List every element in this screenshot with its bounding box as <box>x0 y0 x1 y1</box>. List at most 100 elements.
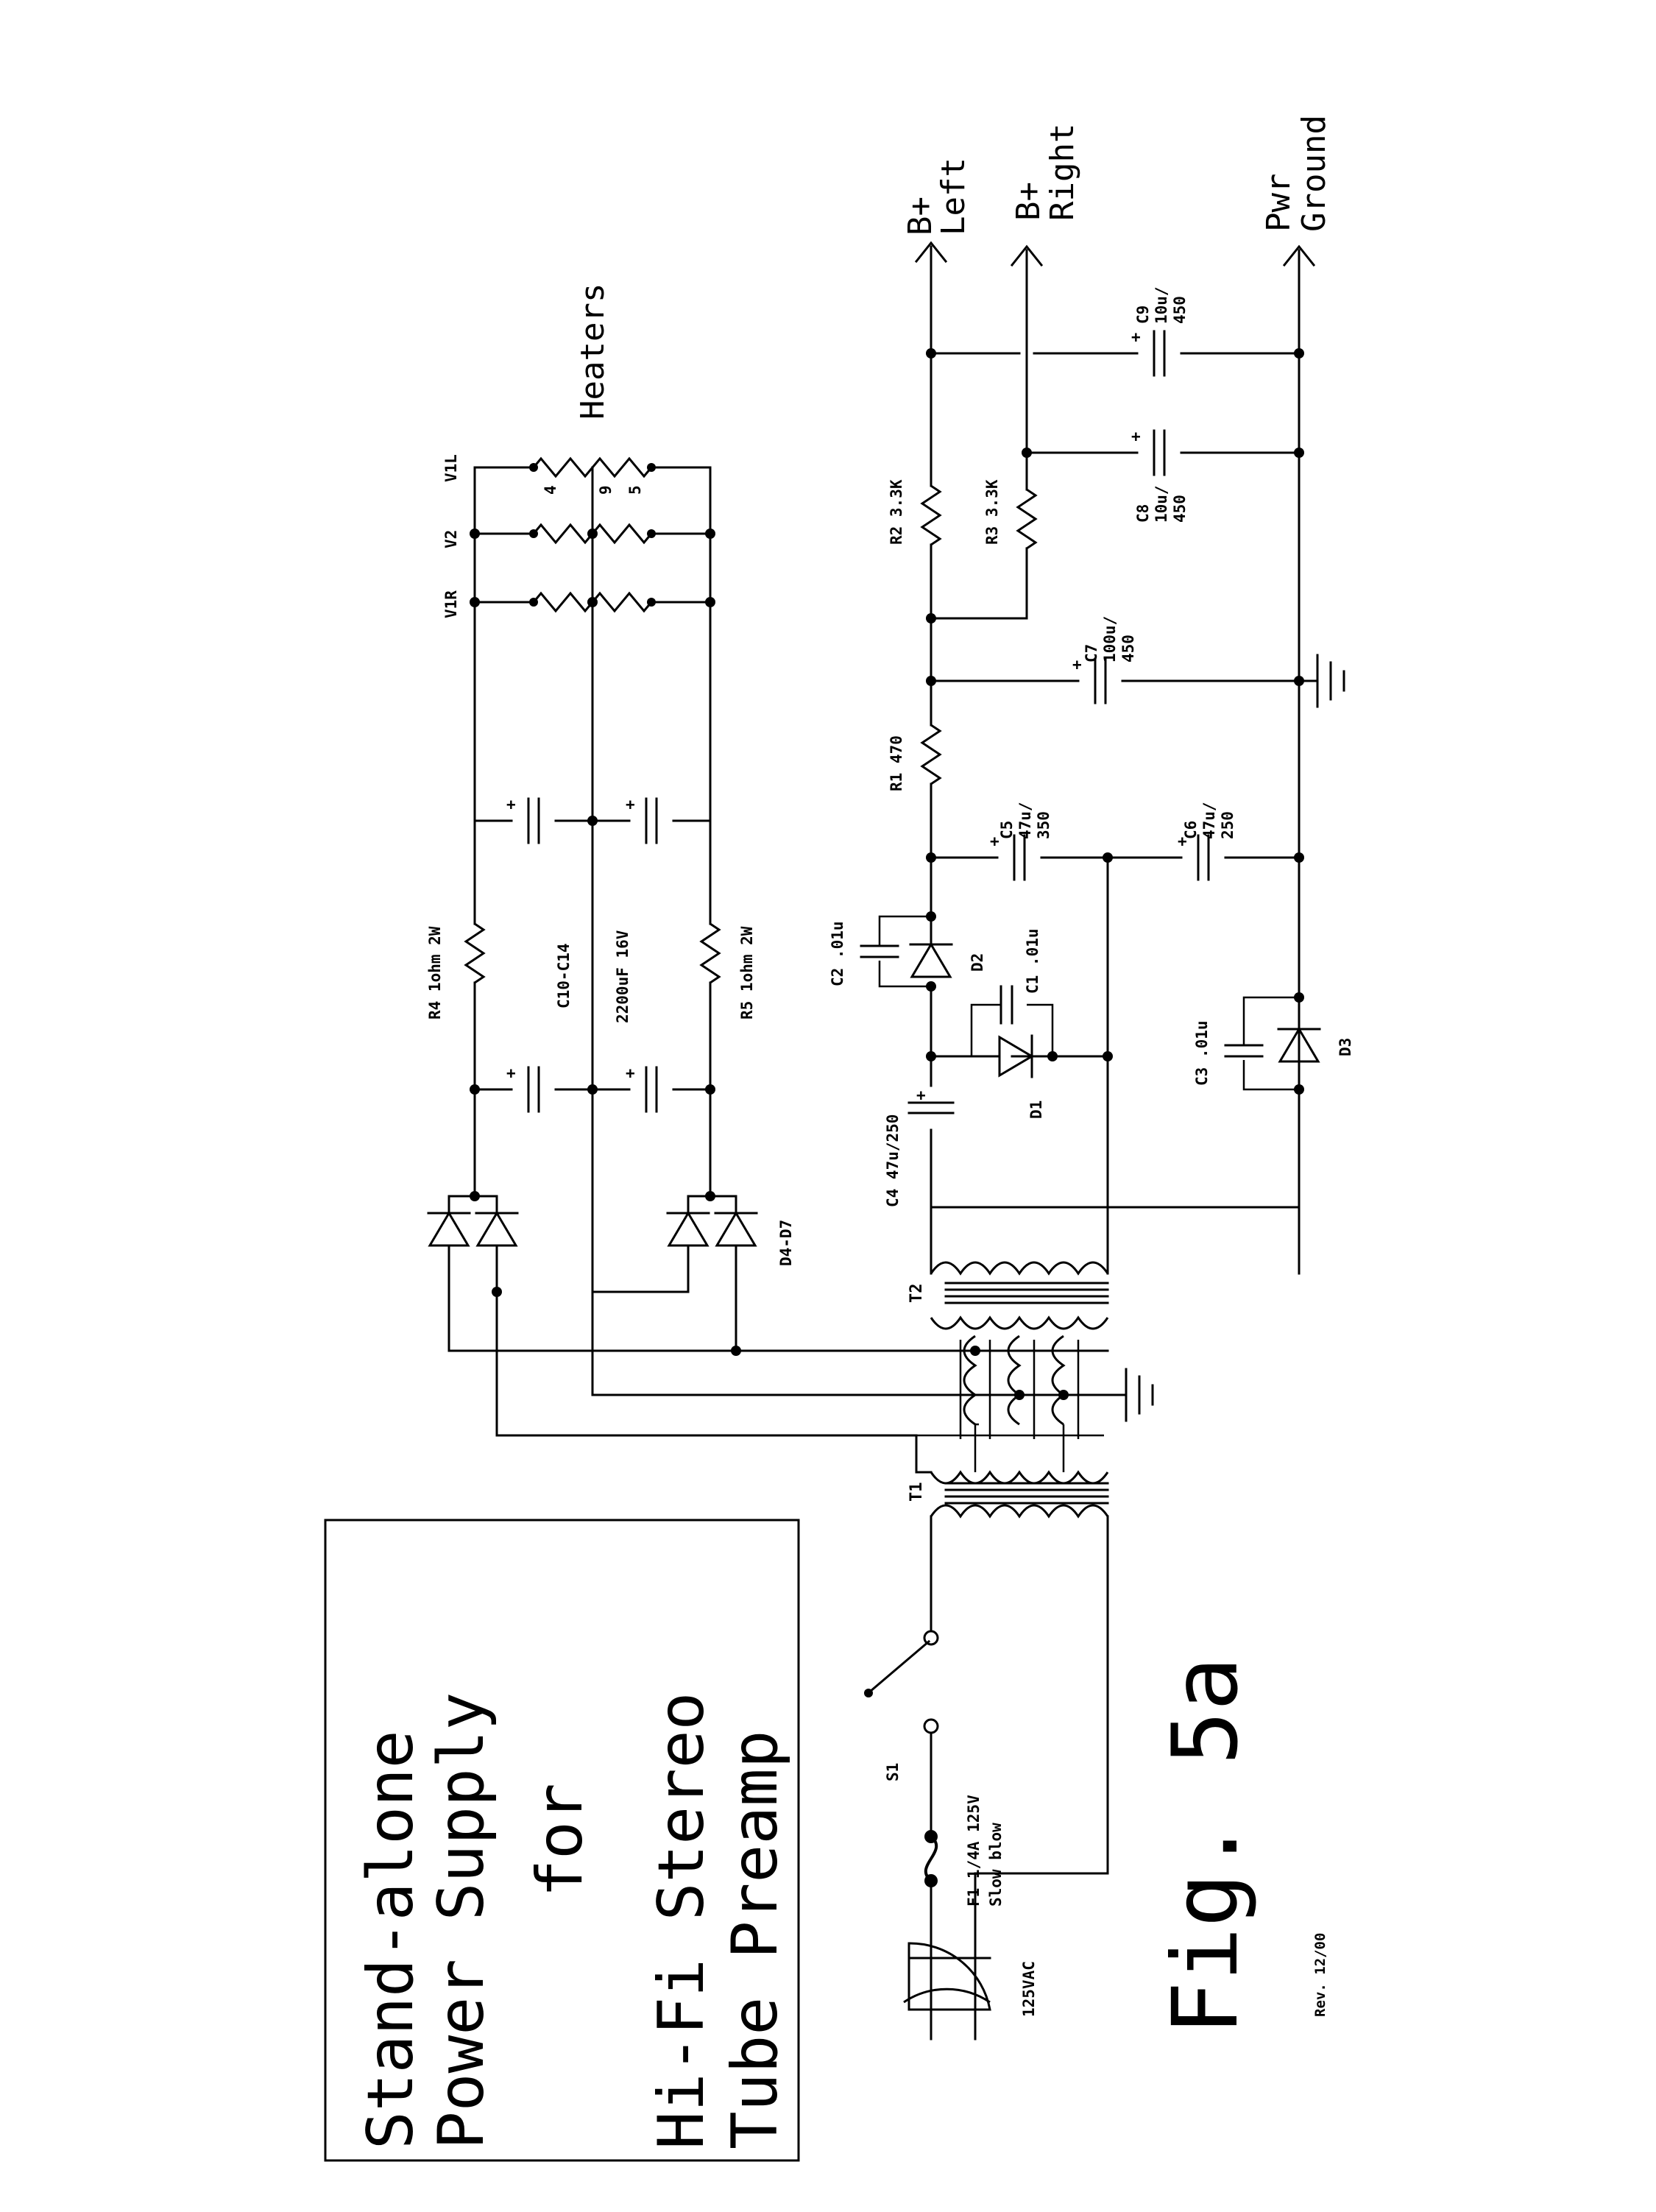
tube-v2-label: V2 <box>442 530 460 548</box>
svg-text:+: + <box>1131 428 1141 445</box>
svg-text:R3 3.3K: R3 3.3K <box>983 479 1001 545</box>
c6-voltage-label: 250 <box>1219 811 1236 839</box>
svg-text:Tube Preamp: Tube Preamp <box>718 1730 792 2149</box>
svg-text:D3: D3 <box>1337 1038 1354 1056</box>
svg-text:Pwr: Pwr <box>1260 174 1298 232</box>
svg-text:+: + <box>1131 328 1141 346</box>
d4-d7-label: D4-D7 <box>777 1220 795 1266</box>
diode-d6-icon <box>666 1212 710 1247</box>
svg-text:T2: T2 <box>907 1284 926 1304</box>
capacitor-c4-icon <box>907 1101 955 1114</box>
c7-voltage-label: 450 <box>1119 635 1137 662</box>
svg-text:C2 .01u: C2 .01u <box>829 921 846 986</box>
svg-text:T1: T1 <box>907 1483 926 1502</box>
mains-label: 125VAC <box>1020 1961 1038 2017</box>
c7-label: C7 <box>1083 644 1100 662</box>
c6-value-label: 47u/ <box>1200 802 1218 839</box>
resistor-r5-icon <box>699 922 721 984</box>
figure-label: Fig. 5a <box>1153 1657 1258 2035</box>
svg-text:V2: V2 <box>442 530 460 548</box>
svg-text:+: + <box>916 1086 926 1104</box>
svg-text:R5 1ohm 2W: R5 1ohm 2W <box>738 926 756 1020</box>
title-line-3: for <box>523 1783 597 1897</box>
fuse-icon <box>924 1830 938 1887</box>
diode-d7-icon <box>714 1212 758 1247</box>
r2-label: R2 3.3K <box>888 479 905 545</box>
svg-text:47u/: 47u/ <box>1200 802 1218 839</box>
mains-plug-icon <box>903 1942 991 2040</box>
r5-label: R5 1ohm 2W <box>738 926 756 1020</box>
svg-text:450: 450 <box>1171 296 1189 324</box>
c2-label: C2 .01u <box>829 921 846 986</box>
c7-value-label: 100u/ <box>1101 616 1119 662</box>
svg-text:450: 450 <box>1119 635 1137 662</box>
ground-icon <box>1125 1368 1154 1422</box>
svg-text:Rev. 12/00: Rev. 12/00 <box>1312 1933 1328 2017</box>
svg-text:Power Supply: Power Supply <box>425 1692 498 2149</box>
svg-text:450: 450 <box>1171 495 1189 523</box>
svg-text:D4-D7: D4-D7 <box>777 1220 795 1266</box>
svg-text:for: for <box>523 1783 597 1897</box>
capacitor-c7-icon <box>1094 657 1107 704</box>
svg-text:C6: C6 <box>1182 821 1200 839</box>
diode-d2-icon <box>909 943 953 978</box>
svg-text:+: + <box>1072 656 1082 674</box>
svg-text:D1: D1 <box>1027 1100 1045 1119</box>
switch-icon <box>864 1630 939 1734</box>
c5-voltage-label: 350 <box>1035 811 1052 839</box>
svg-text:V1R: V1R <box>442 590 460 618</box>
heater-cap-2-icon <box>645 1066 658 1113</box>
svg-text:B+: B+ <box>902 197 939 236</box>
heater-cap-4-icon <box>645 797 658 844</box>
b-plus-right-label: B+ <box>1010 182 1047 221</box>
c8-label: C8 <box>1134 504 1152 523</box>
svg-text:R1 470: R1 470 <box>888 735 905 791</box>
svg-text:C5: C5 <box>998 821 1016 839</box>
pin-9-label: 9 <box>597 485 615 495</box>
right-label: Right <box>1044 124 1081 221</box>
svg-text:Right: Right <box>1044 124 1081 221</box>
r4-label: R4 1ohm 2W <box>426 926 444 1020</box>
c9-value-label: 10u/ <box>1153 286 1170 324</box>
svg-text:F1 1/4A 125V: F1 1/4A 125V <box>965 1795 983 1907</box>
capacitor-c8-icon <box>1153 429 1166 476</box>
capacitor-c6-icon <box>1197 834 1210 881</box>
svg-text:+: + <box>990 833 999 850</box>
d3-label: D3 <box>1337 1038 1354 1056</box>
svg-text:R4 1ohm 2W: R4 1ohm 2W <box>426 926 444 1020</box>
c8-value-label: 10u/ <box>1153 485 1170 523</box>
heater-caps-label: C10-C14 <box>555 943 573 1008</box>
tube-v1l-label: V1L <box>442 454 460 482</box>
svg-text:250: 250 <box>1219 811 1236 839</box>
b-plus-left-arrow-icon <box>914 241 948 264</box>
c9-label: C9 <box>1134 305 1152 324</box>
ground-arrow-icon <box>1282 244 1316 267</box>
svg-text:47u/: 47u/ <box>1016 802 1034 839</box>
pwr-label: Pwr <box>1260 174 1298 232</box>
svg-text:10u/: 10u/ <box>1153 485 1170 523</box>
svg-text:V1L: V1L <box>442 454 460 482</box>
svg-text:Stand-alone: Stand-alone <box>354 1730 428 2149</box>
title-line-2: Power Supply <box>425 1692 498 2149</box>
svg-text:2200uF 16V: 2200uF 16V <box>614 930 631 1023</box>
title-line-1: Stand-alone <box>354 1730 428 2149</box>
svg-text:5: 5 <box>626 485 644 495</box>
heaters-label: Heaters <box>574 283 612 420</box>
svg-text:+: + <box>506 796 516 813</box>
svg-text:Ground: Ground <box>1295 115 1333 232</box>
diode-d5-icon <box>475 1212 519 1247</box>
svg-text:D2: D2 <box>969 953 986 972</box>
ground-label: Ground <box>1295 115 1333 232</box>
resistor-r1-icon <box>920 724 942 785</box>
svg-text:Fig. 5a: Fig. 5a <box>1153 1657 1258 2035</box>
c5-value-label: 47u/ <box>1016 802 1034 839</box>
svg-text:10u/: 10u/ <box>1153 286 1170 324</box>
svg-text:+: + <box>626 796 635 813</box>
svg-text:Slow blow: Slow blow <box>987 1823 1005 1907</box>
d1-label: D1 <box>1027 1100 1045 1119</box>
pin-4-label: 4 <box>542 485 559 495</box>
title-box <box>324 1519 800 2162</box>
svg-text:Heaters: Heaters <box>574 283 612 420</box>
c1-label: C1 .01u <box>1024 928 1041 994</box>
svg-text:C7: C7 <box>1083 644 1100 662</box>
